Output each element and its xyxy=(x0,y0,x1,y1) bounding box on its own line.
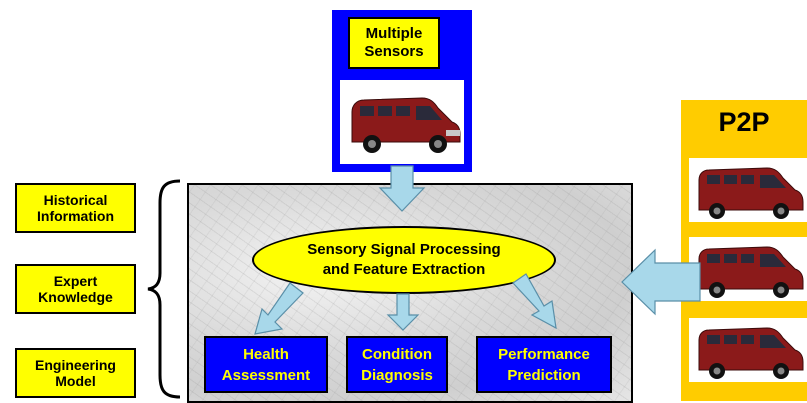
left-brace xyxy=(147,179,181,399)
p2p-van-photo-1 xyxy=(689,158,807,222)
engineering-model-box: Engineering Model xyxy=(15,348,136,398)
multiple-sensors-label: Multiple Sensors xyxy=(348,17,440,69)
historical-information-box: Historical Information xyxy=(15,183,136,233)
p2p-title: P2P xyxy=(718,106,770,137)
signal-processing-ellipse: Sensory Signal Processing and Feature Ex… xyxy=(252,226,556,294)
performance-prediction-box: Performance Prediction xyxy=(476,336,612,393)
p2p-van-photo-3 xyxy=(689,318,807,382)
health-assessment-box: Health Assessment xyxy=(204,336,328,393)
p2p-van-photo-2 xyxy=(689,237,807,301)
condition-diagnosis-box: Condition Diagnosis xyxy=(346,336,448,393)
expert-knowledge-box: Expert Knowledge xyxy=(15,264,136,314)
sensor-van-photo xyxy=(340,80,464,164)
